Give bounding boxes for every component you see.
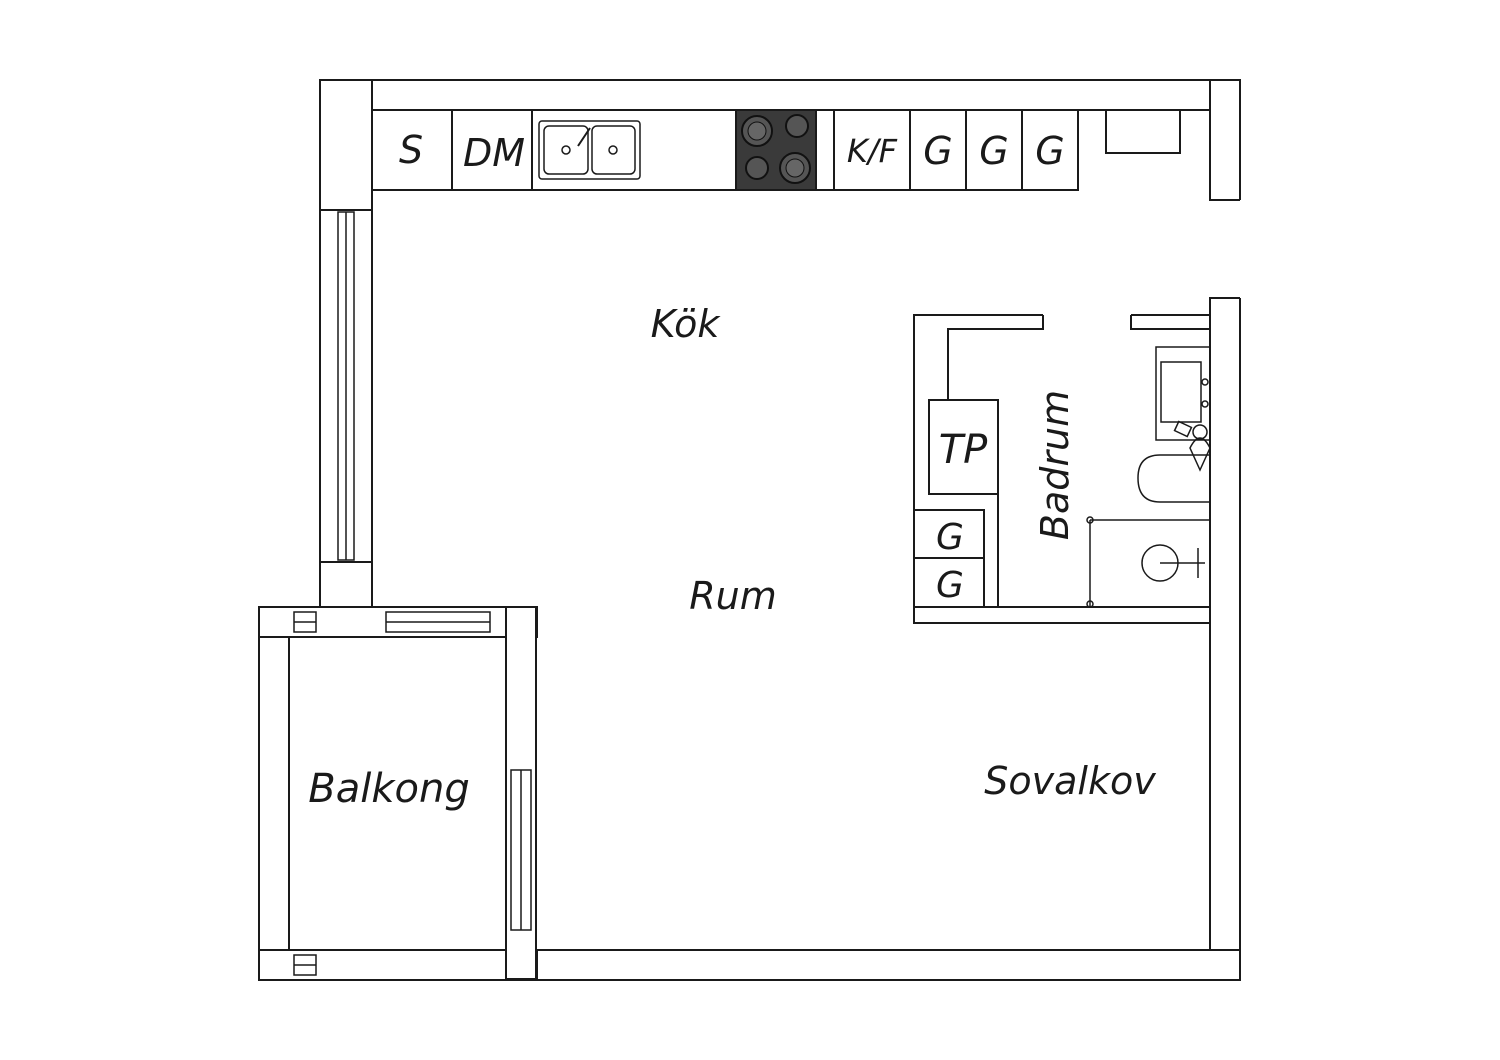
stove-icon <box>735 109 817 191</box>
wardrobe-label-2: G <box>936 565 964 606</box>
cabinet-label-1: G <box>923 129 952 173</box>
kitchen-counter <box>371 109 1181 191</box>
balcony-label: Balkong <box>308 766 469 812</box>
washbasin-icon <box>1155 346 1211 441</box>
wardrobe-label-1: G <box>936 517 964 558</box>
shower-icon <box>1086 516 1210 608</box>
cabinet-label-2: G <box>979 129 1008 173</box>
washer-label: TP <box>939 427 988 473</box>
storage-label: S <box>399 128 423 172</box>
toilet-icon <box>1173 420 1211 472</box>
left-window <box>319 209 373 563</box>
sleeping-alcove-label: Sovalkov <box>984 759 1156 803</box>
fridge-freezer-label: K/F <box>847 132 898 170</box>
balcony-floor <box>288 636 507 951</box>
cabinet-label-3: G <box>1035 129 1064 173</box>
bathroom-walls <box>913 314 1210 624</box>
sink-icon <box>538 120 641 180</box>
bathtub-icon <box>1137 454 1210 503</box>
entrance-door <box>1209 80 1241 980</box>
bathroom-label: Badrum <box>1033 390 1077 540</box>
room-label: Rum <box>689 574 777 618</box>
dishwasher-label: DM <box>463 131 525 175</box>
kitchen-label: Kök <box>651 302 722 346</box>
balcony-openings <box>293 611 532 976</box>
